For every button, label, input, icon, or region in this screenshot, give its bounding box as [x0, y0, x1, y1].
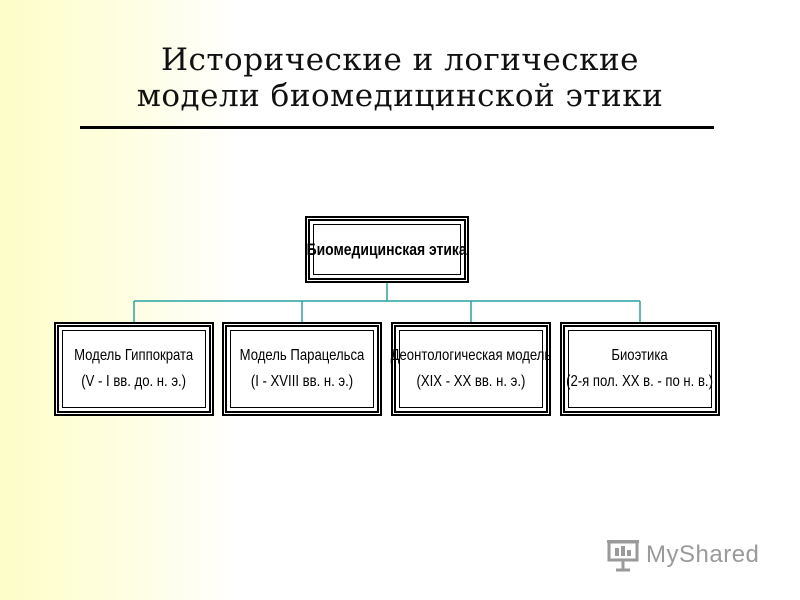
slide-title: Исторические и логические модели биомеди… — [60, 42, 740, 114]
presentation-board-icon — [607, 540, 639, 572]
slide-title-line-1: Исторические и логические — [160, 42, 639, 78]
root-node-biomedical-ethics: Биомедицинская этика — [306, 219, 468, 280]
logo-text: MyShared — [646, 541, 760, 568]
model-node-title: Модель Гиппократа — [74, 347, 194, 364]
model-node-bioethics: Биоэтика (2-я пол. XX в. - по н. в.) — [563, 325, 717, 413]
model-node-period: (I - XVIII вв. н. э.) — [250, 373, 354, 390]
model-node-period: (2-я пол. XX в. - по н. в.) — [566, 373, 714, 390]
model-node-period: (V - I вв. до. н. э.) — [81, 373, 187, 390]
model-node-title: Деонтологическая модель — [390, 347, 552, 364]
model-node-title: Модель Парацельса — [239, 347, 365, 364]
root-node-label: Биомедицинская этика — [306, 239, 468, 259]
slide-title-line-2: модели биомедицинской этики — [136, 78, 664, 114]
model-node-period: (XIX - XX вв. н. э.) — [416, 373, 526, 390]
model-node-deontological: Деонтологическая модель (XIX - XX вв. н.… — [391, 325, 551, 413]
model-node-hippocrates: Модель Гиппократа (V - I вв. до. н. э.) — [57, 325, 211, 413]
myshared-logo: MyShared — [606, 538, 759, 572]
title-underline — [80, 126, 714, 129]
model-node-paracelsus: Модель Парацельса (I - XVIII вв. н. э.) — [225, 325, 379, 413]
model-node-title: Биоэтика — [611, 347, 669, 364]
